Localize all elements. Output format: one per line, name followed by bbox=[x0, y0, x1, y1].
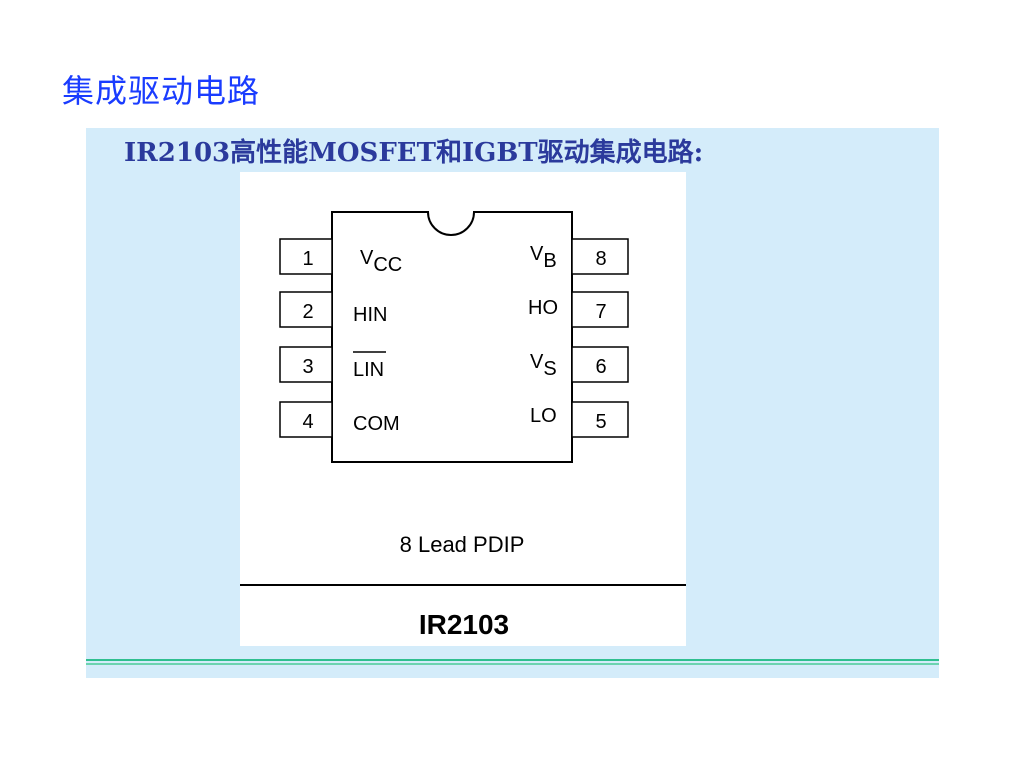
pin-number-8: 8 bbox=[595, 248, 606, 270]
pin-number-7: 7 bbox=[595, 301, 606, 323]
chip-pinout-card: 1 2 3 4 8 7 6 5 VCC HIN LIN COM VB HO VS… bbox=[240, 172, 686, 646]
pin-box-2 bbox=[279, 291, 333, 328]
pin-box-6 bbox=[571, 346, 629, 383]
pin-name-3: LIN bbox=[353, 359, 384, 381]
part-number: IR2103 bbox=[419, 609, 509, 640]
pin-number-2: 2 bbox=[302, 301, 313, 323]
pin-name-6: VS bbox=[530, 351, 557, 380]
pin-box-1 bbox=[279, 238, 333, 275]
pin-number-3: 3 bbox=[302, 356, 313, 378]
panel-title: IR2103高性能MOSFET和IGBT驱动集成电路: bbox=[124, 138, 704, 168]
pin-box-3 bbox=[279, 346, 333, 383]
content-panel: IR2103高性能MOSFET和IGBT驱动集成电路: 1 2 3 4 8 7 … bbox=[86, 128, 939, 678]
chip-pinout-diagram: 1 2 3 4 8 7 6 5 VCC HIN LIN COM VB HO VS… bbox=[240, 211, 686, 640]
pin-number-1: 1 bbox=[302, 248, 313, 270]
pin-box-5 bbox=[571, 401, 629, 438]
pin-name-1: VCC bbox=[360, 247, 402, 276]
pin-box-8 bbox=[571, 238, 629, 275]
pin-name-8: VB bbox=[530, 243, 557, 272]
package-label: 8 Lead PDIP bbox=[400, 532, 525, 557]
pin-box-4 bbox=[279, 401, 333, 438]
pin-name-7: HO bbox=[528, 297, 558, 319]
chip-body bbox=[331, 211, 573, 463]
pin-number-5: 5 bbox=[595, 411, 606, 433]
pin-number-4: 4 bbox=[302, 411, 313, 433]
pin-number-6: 6 bbox=[595, 356, 606, 378]
pin-box-7 bbox=[571, 291, 629, 328]
pin-name-5: LO bbox=[530, 405, 557, 427]
pin-name-2: HIN bbox=[353, 304, 387, 326]
pin-name-4: COM bbox=[353, 413, 400, 435]
page-title: 集成驱动电路 bbox=[62, 72, 261, 110]
footer-divider bbox=[86, 659, 939, 665]
